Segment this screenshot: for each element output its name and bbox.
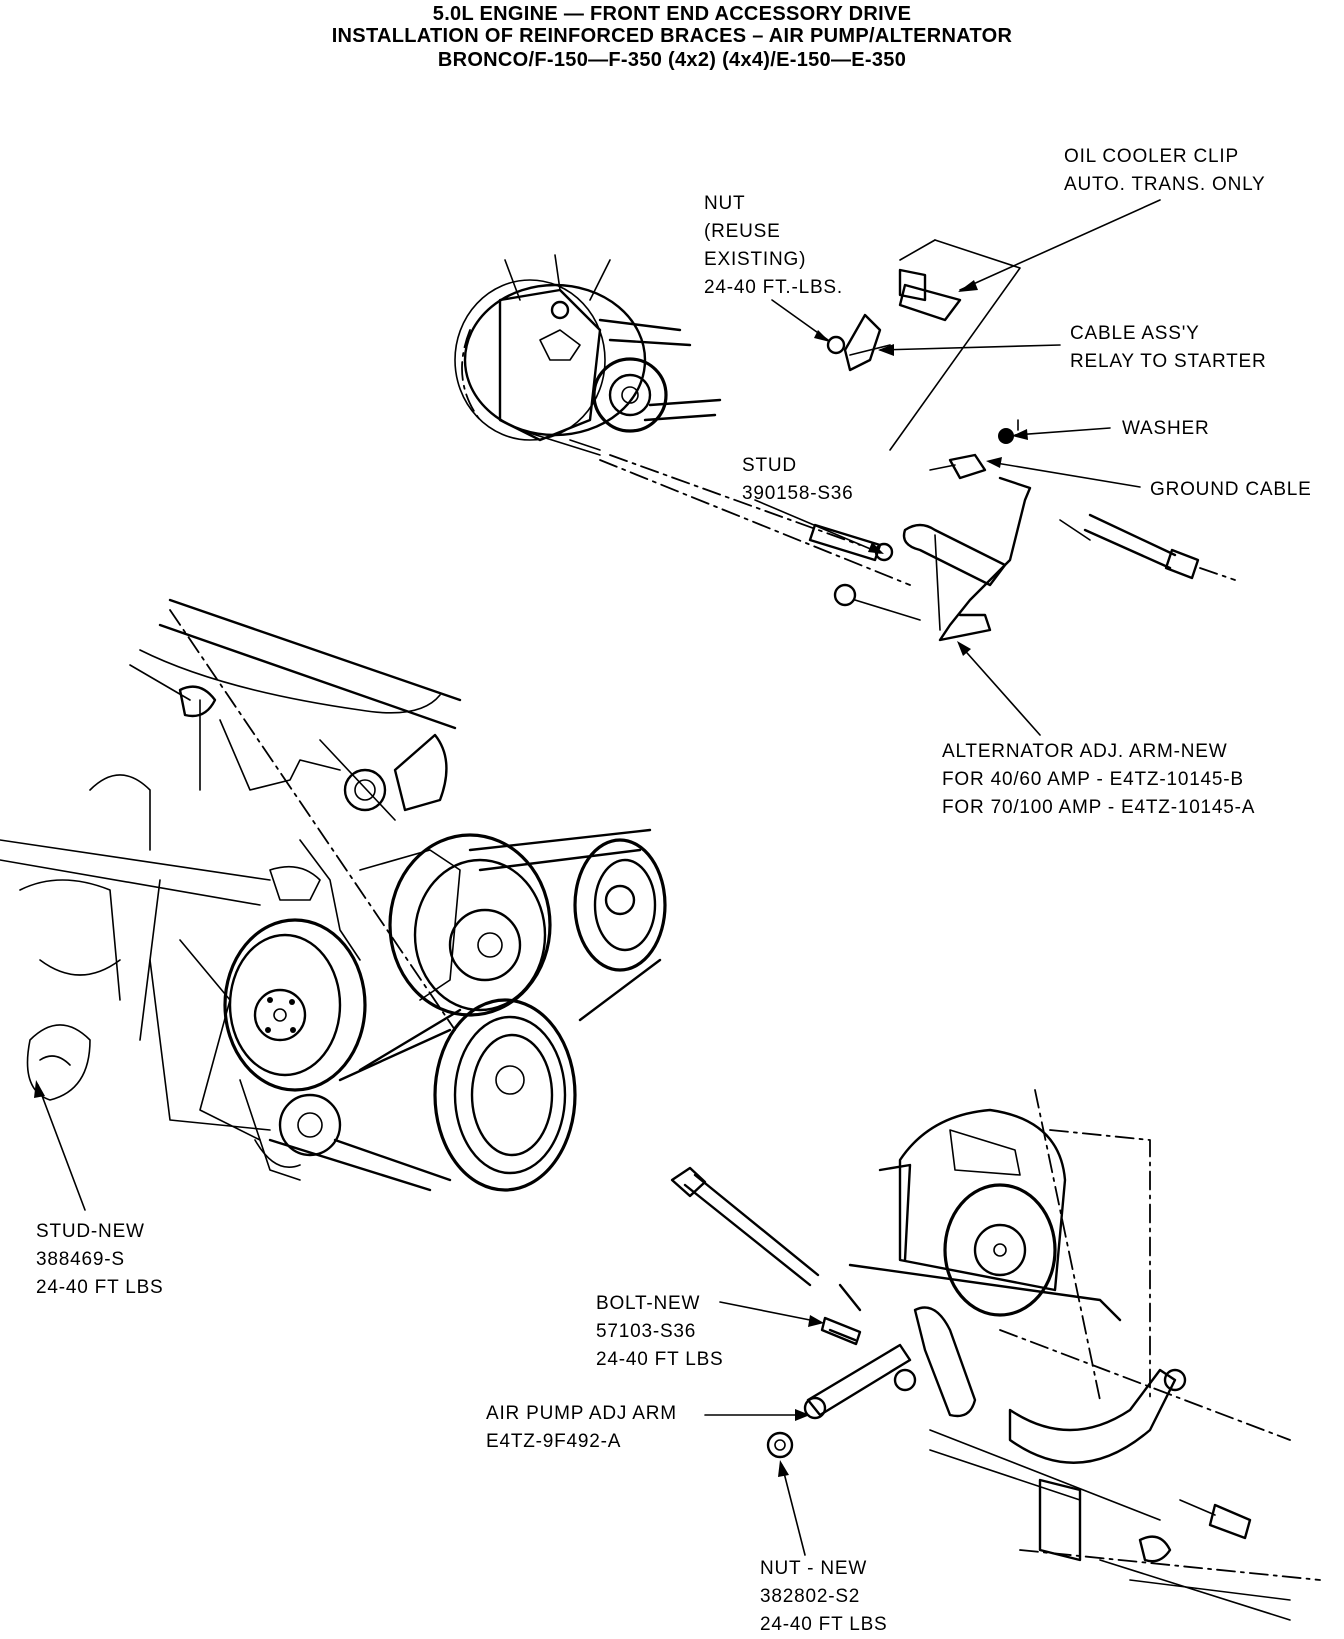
engine-block-illustration bbox=[0, 598, 462, 1131]
alternator-illustration bbox=[454, 254, 722, 456]
callout-text: WASHER bbox=[1122, 418, 1210, 439]
callout-text: 24-40 FT LBS bbox=[36, 1277, 164, 1298]
callout-text: AIR PUMP ADJ ARM bbox=[486, 1403, 677, 1424]
callout-bolt-new: BOLT-NEW 57103-S36 24-40 FT LBS bbox=[596, 1290, 724, 1374]
callout-text: NUT - NEW bbox=[760, 1558, 868, 1579]
callout-stud: STUD 390158-S36 bbox=[742, 452, 854, 508]
callout-text: (REUSE bbox=[704, 221, 781, 242]
callout-text: EXISTING) bbox=[704, 249, 807, 270]
air-pump-adjustment-arm-illustration bbox=[806, 1343, 912, 1417]
callout-text: 24-40 FT LBS bbox=[760, 1614, 888, 1635]
callout-text: 388469-S bbox=[36, 1249, 125, 1270]
callout-text: 24-40 FT LBS bbox=[596, 1349, 724, 1370]
callout-text: BOLT-NEW bbox=[596, 1293, 701, 1314]
callout-stud-new: STUD-NEW 388469-S 24-40 FT LBS bbox=[36, 1218, 164, 1302]
callout-text: CABLE ASS'Y bbox=[1070, 323, 1200, 344]
callout-cable-assy: CABLE ASS'Y RELAY TO STARTER bbox=[1070, 320, 1267, 376]
callout-nut-new: NUT - NEW 382802-S2 24-40 FT LBS bbox=[760, 1555, 888, 1639]
callout-text: ALTERNATOR ADJ. ARM-NEW bbox=[942, 741, 1228, 762]
oil-cooler-clip-illustration bbox=[826, 239, 1021, 451]
callout-text: FOR 70/100 AMP - E4TZ-10145-A bbox=[942, 797, 1256, 818]
callout-text: STUD bbox=[742, 455, 797, 476]
callout-text: RELAY TO STARTER bbox=[1070, 351, 1267, 372]
callout-text: 382802-S2 bbox=[760, 1586, 861, 1607]
callout-text: 24-40 FT.-LBS. bbox=[704, 277, 843, 298]
callout-text: OIL COOLER CLIP bbox=[1064, 146, 1239, 167]
crankshaft-pulley-illustration bbox=[239, 828, 662, 1192]
callout-text: 57103-S36 bbox=[596, 1321, 697, 1342]
callout-text: STUD-NEW bbox=[36, 1221, 145, 1242]
callout-alternator-adj-arm: ALTERNATOR ADJ. ARM-NEW FOR 40/60 AMP - … bbox=[942, 738, 1255, 822]
callout-text: NUT bbox=[704, 193, 746, 214]
air-pump-pulley-illustration bbox=[179, 918, 367, 1141]
callout-text: E4TZ-9F492-A bbox=[486, 1431, 622, 1452]
callout-leader-lines bbox=[34, 199, 1161, 1556]
long-bolt-illustration bbox=[683, 1183, 812, 1287]
diagram-title-line-2: INSTALLATION OF REINFORCED BRACES – AIR … bbox=[331, 25, 1013, 47]
callout-washer: WASHER bbox=[1122, 415, 1210, 443]
callout-text: FOR 40/60 AMP - E4TZ-10145-B bbox=[942, 769, 1244, 790]
callout-air-pump-adj-arm: AIR PUMP ADJ ARM E4TZ-9F492-A bbox=[486, 1400, 677, 1456]
alternator-adjustment-arm-illustration bbox=[808, 419, 1236, 642]
callout-text: AUTO. TRANS. ONLY bbox=[1064, 174, 1266, 195]
callout-nut-reuse: NUT (REUSE EXISTING) 24-40 FT.-LBS. bbox=[704, 190, 843, 302]
callout-ground-cable: GROUND CABLE bbox=[1150, 476, 1312, 504]
air-pump-bracket-illustration bbox=[838, 1089, 1321, 1621]
callout-oil-cooler-clip: OIL COOLER CLIP AUTO. TRANS. ONLY bbox=[1064, 143, 1266, 199]
diagram-title-line-3: BRONCO/F-150—F-350 (4x2) (4x4)/E-150—E-3… bbox=[437, 49, 907, 71]
callout-text: 390158-S36 bbox=[742, 483, 854, 504]
callout-text: GROUND CABLE bbox=[1150, 479, 1312, 500]
water-pump-pulley-illustration bbox=[388, 833, 667, 1017]
diagram-title-line-1: 5.0L ENGINE — FRONT END ACCESSORY DRIVE bbox=[432, 3, 912, 25]
